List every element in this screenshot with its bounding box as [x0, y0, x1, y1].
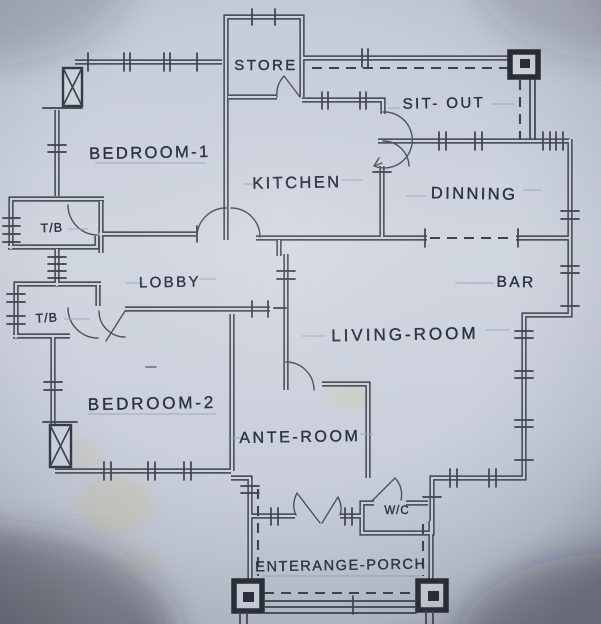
photo-vignette: [0, 0, 601, 624]
floor-plan-drawing: STORE SIT- OUT BEDROOM-1 KITCHEN DINNING…: [0, 0, 601, 624]
floor-plan-photo: STORE SIT- OUT BEDROOM-1 KITCHEN DINNING…: [0, 0, 601, 624]
vignette-overlay: [0, 0, 601, 624]
